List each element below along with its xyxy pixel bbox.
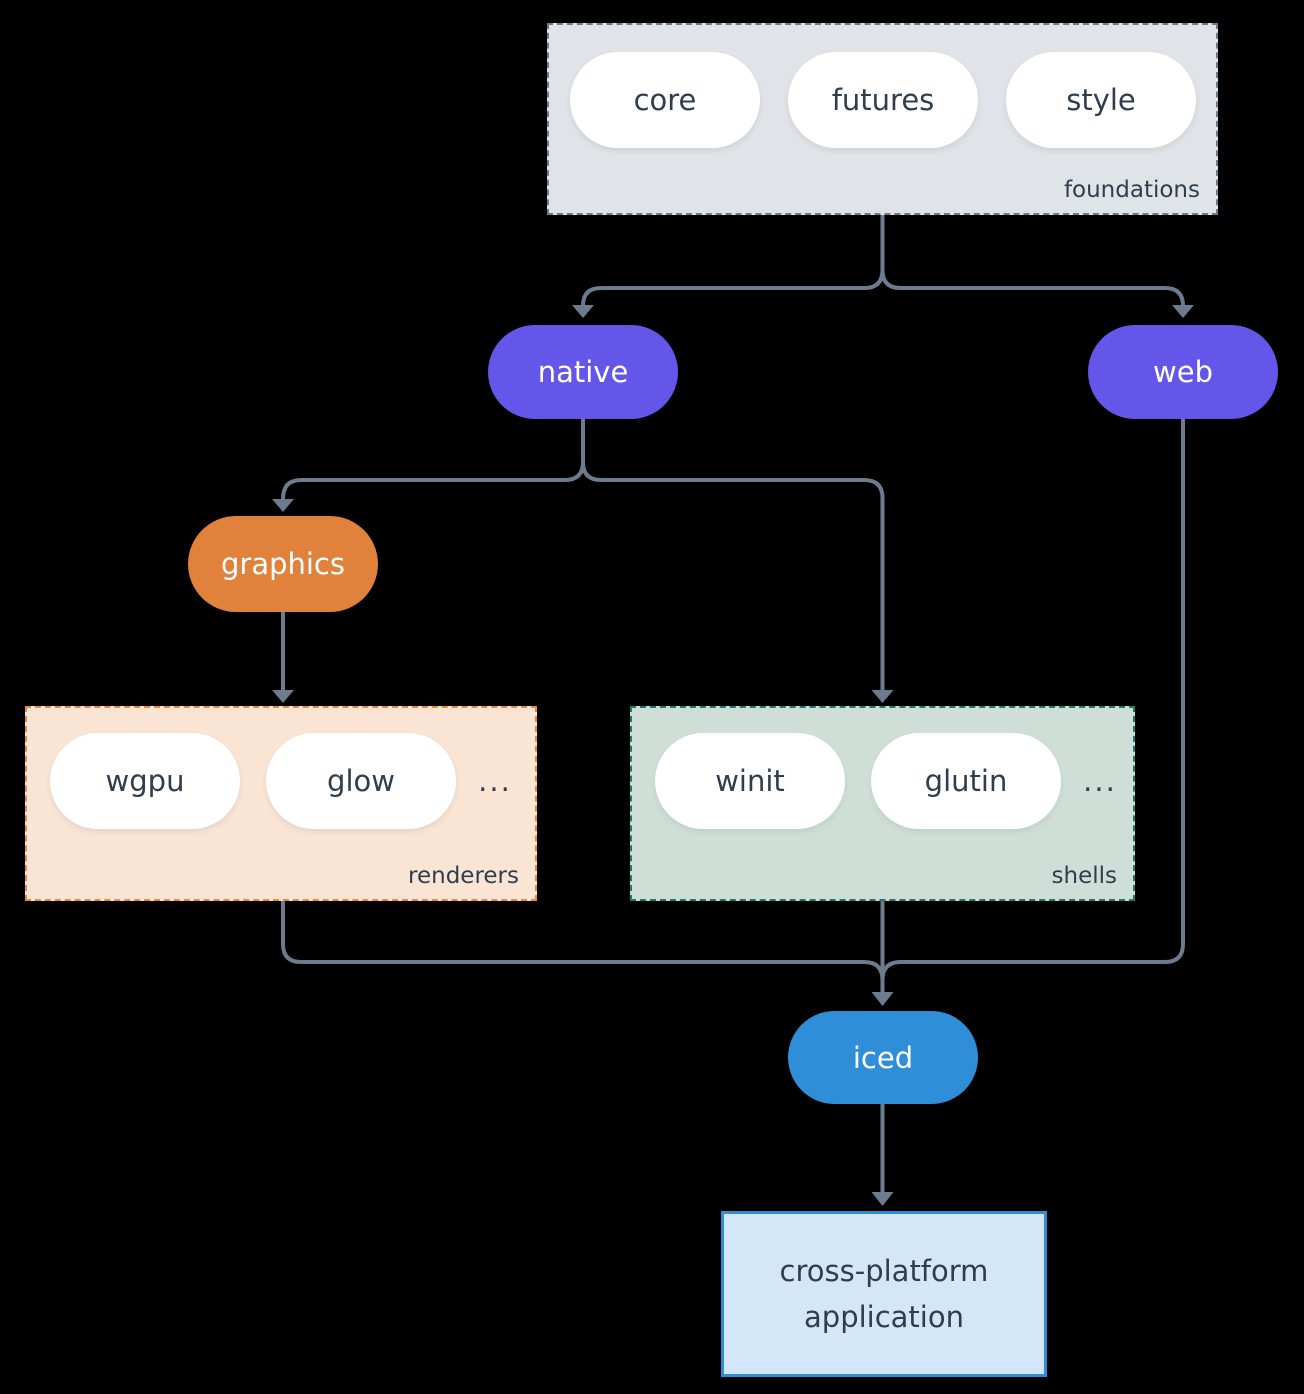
arrow-native-to-graphics — [281, 419, 585, 500]
node-web: web — [1088, 325, 1278, 419]
node-native: native — [488, 325, 678, 419]
group-renderers: wgpu glow ... renderers — [25, 706, 537, 901]
node-iced: iced — [788, 1011, 978, 1104]
arrow-foundations-to-web — [880, 215, 1185, 307]
shells-ellipsis: ... — [1083, 764, 1117, 798]
renderers-ellipsis: ... — [478, 764, 512, 798]
arrowhead-web — [1172, 305, 1194, 318]
node-style: style — [1006, 52, 1196, 148]
group-shells: winit glutin ... shells — [630, 706, 1135, 901]
group-foundations: core futures style foundations — [547, 23, 1218, 215]
node-wgpu: wgpu — [50, 733, 240, 829]
arrowhead-native — [572, 305, 594, 318]
arrow-foundations-to-native — [581, 215, 885, 307]
application-label-line1: cross-platform — [779, 1253, 989, 1288]
arrowhead-graphics — [272, 499, 294, 512]
group-label-renderers: renderers — [408, 863, 519, 889]
node-glutin: glutin — [871, 733, 1061, 829]
arrow-renderers-to-iced — [281, 901, 885, 983]
node-winit: winit — [655, 733, 845, 829]
arrowhead-renderers — [272, 690, 294, 703]
arrowhead-iced — [871, 992, 894, 1006]
application-label-line2: application — [804, 1300, 964, 1334]
node-glow: glow — [266, 733, 456, 829]
node-graphics: graphics — [188, 516, 378, 612]
arrow-native-to-shells — [581, 419, 885, 691]
arrowhead-shells — [871, 690, 894, 703]
group-label-foundations: foundations — [1063, 177, 1200, 203]
application-box: cross-platform application — [721, 1211, 1047, 1377]
node-futures: futures — [788, 52, 978, 148]
arrowhead-application — [871, 1192, 894, 1206]
group-label-shells: shells — [1051, 863, 1117, 889]
node-core: core — [570, 52, 760, 148]
